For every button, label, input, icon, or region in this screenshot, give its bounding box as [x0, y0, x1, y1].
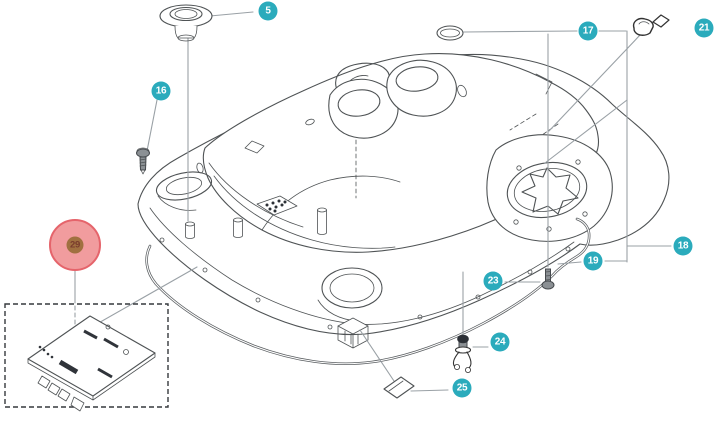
callout-badge-16[interactable]: 16 — [151, 81, 171, 101]
loose-parts — [136, 4, 670, 399]
grille-plate — [256, 195, 298, 216]
screw-16 — [136, 147, 150, 175]
pcb-assembly — [4, 303, 169, 412]
seal-loop — [145, 217, 591, 366]
callout-badge-25[interactable]: 25 — [452, 378, 472, 398]
screw-23 — [541, 268, 555, 290]
callout-badge-24[interactable]: 24 — [490, 332, 510, 352]
grommet-part — [159, 4, 213, 42]
clip-bracket — [632, 14, 670, 36]
callout-badge-29[interactable]: 29 — [66, 236, 84, 254]
callout-badge-19[interactable]: 19 — [583, 251, 603, 271]
oval-seal — [436, 25, 464, 41]
callout-badge-17[interactable]: 17 — [578, 21, 598, 41]
leader-lines — [74, 11, 672, 392]
mounting-posts — [185, 207, 327, 239]
callout-badge-23[interactable]: 23 — [483, 271, 503, 291]
highlight-circle[interactable] — [49, 219, 101, 271]
flange-screw-holes — [159, 237, 571, 330]
chassis-details — [155, 134, 613, 349]
callout-badge-21[interactable]: 21 — [694, 18, 714, 38]
callout-badge-18[interactable]: 18 — [673, 236, 693, 256]
valve-part — [452, 334, 472, 373]
label-plate — [383, 376, 415, 399]
callout-badge-5[interactable]: 5 — [258, 1, 278, 21]
dashed-frame — [4, 303, 169, 408]
